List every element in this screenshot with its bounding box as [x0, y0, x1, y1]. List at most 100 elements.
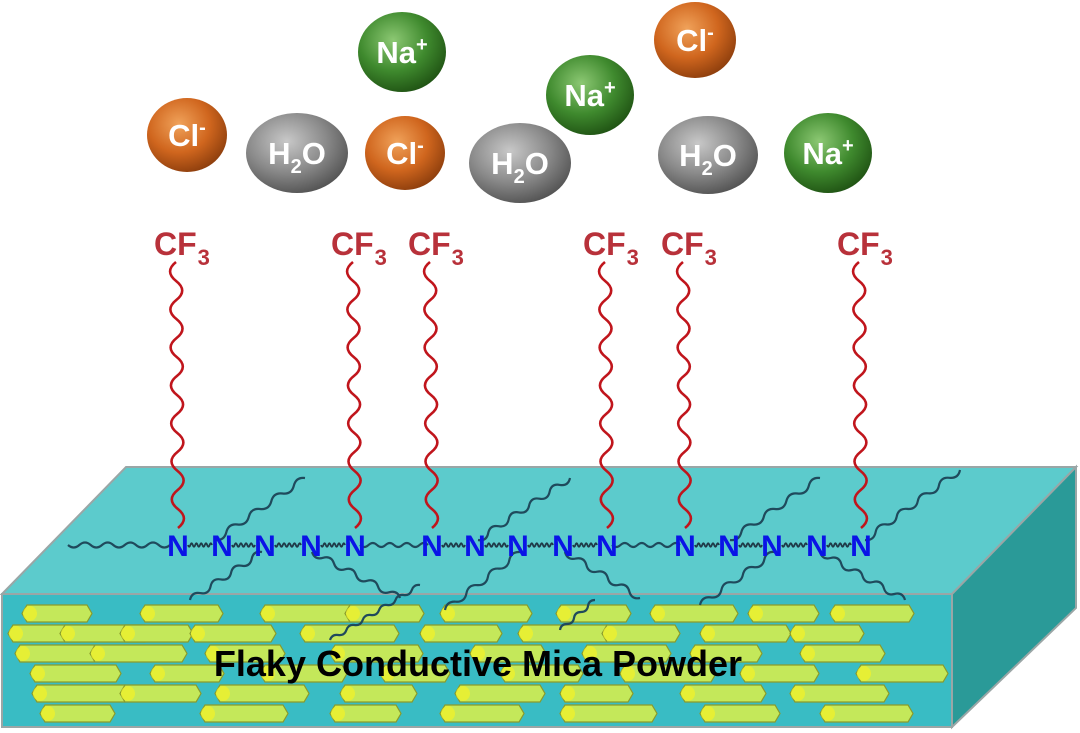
- mica-flake: [149, 664, 225, 683]
- mica-flake: [789, 684, 890, 703]
- nitrogen-atom: N: [344, 530, 366, 563]
- fluoro-chain: [597, 260, 615, 530]
- flake-highlight: [151, 666, 165, 681]
- flake-highlight: [561, 686, 575, 701]
- alkyl-chain: [214, 476, 306, 542]
- flake-highlight: [471, 646, 485, 661]
- mica-flake: [259, 664, 348, 683]
- mica-flake: [119, 684, 202, 703]
- flake-highlight: [701, 706, 715, 721]
- flake-highlight: [141, 606, 155, 621]
- flake-highlight: [261, 666, 275, 681]
- na-sphere: [546, 55, 634, 135]
- nitrogen-atom: N: [507, 530, 529, 563]
- nitrogen-atom: N: [806, 530, 828, 563]
- flake-highlight: [191, 626, 205, 641]
- nitrogen-atom: N: [718, 530, 740, 563]
- mica-flake: [747, 604, 820, 623]
- mica-flake: [14, 644, 100, 663]
- flake-highlight: [441, 706, 455, 721]
- mica-flake: [189, 624, 277, 643]
- mica-flake: [789, 624, 865, 643]
- alkyl-chain: [558, 598, 596, 631]
- alkyl-chain: [563, 551, 641, 600]
- flake-highlight: [201, 706, 215, 721]
- backbone-link: [441, 542, 466, 548]
- fluoro-chain: [675, 260, 693, 530]
- flake-highlight: [346, 606, 360, 621]
- ion-na: Na+: [784, 113, 872, 193]
- mica-flake: [214, 684, 310, 703]
- fluoro-chain: [345, 260, 363, 530]
- na-sphere: [784, 113, 872, 193]
- mica-flake: [619, 664, 717, 683]
- flake-highlight: [41, 706, 55, 721]
- alkyl-chain: [477, 477, 572, 542]
- backbone-link: [274, 542, 302, 548]
- nitrogen-atom: N: [552, 530, 574, 563]
- mica-flake: [29, 664, 122, 683]
- ion-na: Na+: [546, 55, 634, 135]
- alkyl-chain: [611, 541, 681, 549]
- box-top-face: [0, 466, 1079, 595]
- flake-highlight: [557, 606, 571, 621]
- mica-flake: [329, 644, 424, 663]
- flake-highlight: [206, 646, 220, 661]
- mica-flake: [339, 684, 418, 703]
- h2o-label: H2O: [268, 136, 326, 178]
- flake-highlight: [741, 666, 755, 681]
- ion-cl: Cl-: [365, 116, 445, 190]
- flake-highlight: [261, 606, 275, 621]
- flake-highlight: [121, 686, 135, 701]
- mica-flake: [199, 704, 289, 723]
- cl-sphere: [365, 116, 445, 190]
- cl-label: Cl-: [386, 135, 424, 171]
- flake-highlight: [331, 646, 345, 661]
- na-label: Na+: [564, 77, 615, 113]
- fluoro-chain: [422, 260, 440, 530]
- flake-highlight: [91, 646, 105, 661]
- mica-flake: [419, 624, 503, 643]
- na-sphere: [358, 12, 446, 92]
- flake-highlight: [23, 606, 37, 621]
- flake-highlight: [216, 686, 230, 701]
- flake-highlight: [621, 666, 635, 681]
- flake-highlight: [421, 626, 435, 641]
- alkyl-chains: [67, 469, 962, 641]
- alkyl-chain: [729, 476, 821, 542]
- flake-highlight: [121, 626, 135, 641]
- mica-flake: [499, 664, 584, 683]
- flake-highlight: [831, 606, 845, 621]
- flake-highlight: [701, 626, 715, 641]
- nitrogen-atom: N: [674, 530, 696, 563]
- mica-flake: [739, 664, 820, 683]
- alkyl-chain: [310, 551, 402, 599]
- flake-highlight: [441, 606, 455, 621]
- mica-flake: [601, 624, 681, 643]
- h2o-sphere: [658, 116, 758, 194]
- cf3-label: CF3: [837, 226, 893, 270]
- alkyl-chain: [328, 583, 421, 641]
- mica-flake: [439, 604, 533, 623]
- mica-flake: [299, 624, 400, 643]
- mica-flake: [679, 684, 767, 703]
- mica-flake: [819, 704, 914, 723]
- flake-highlight: [791, 686, 805, 701]
- nitrogen-atom: N: [421, 530, 443, 563]
- flake-highlight: [681, 686, 695, 701]
- alkyl-chain: [864, 469, 962, 542]
- mica-flake: [439, 704, 525, 723]
- nitrogen-atom: N: [761, 530, 783, 563]
- flake-highlight: [301, 626, 315, 641]
- backbone-link: [694, 542, 720, 548]
- mica-flake: [454, 684, 546, 703]
- cl-sphere: [147, 98, 227, 172]
- alkyl-chain: [188, 550, 263, 601]
- ion-cl: Cl-: [147, 98, 227, 172]
- mica-flake: [139, 604, 224, 623]
- ion-na: Na+: [358, 12, 446, 92]
- mica-flake: [855, 664, 949, 683]
- substrate-label: Flaky Conductive Mica Powder: [214, 643, 742, 684]
- backbone-link: [738, 542, 763, 548]
- backbone-link: [187, 542, 213, 548]
